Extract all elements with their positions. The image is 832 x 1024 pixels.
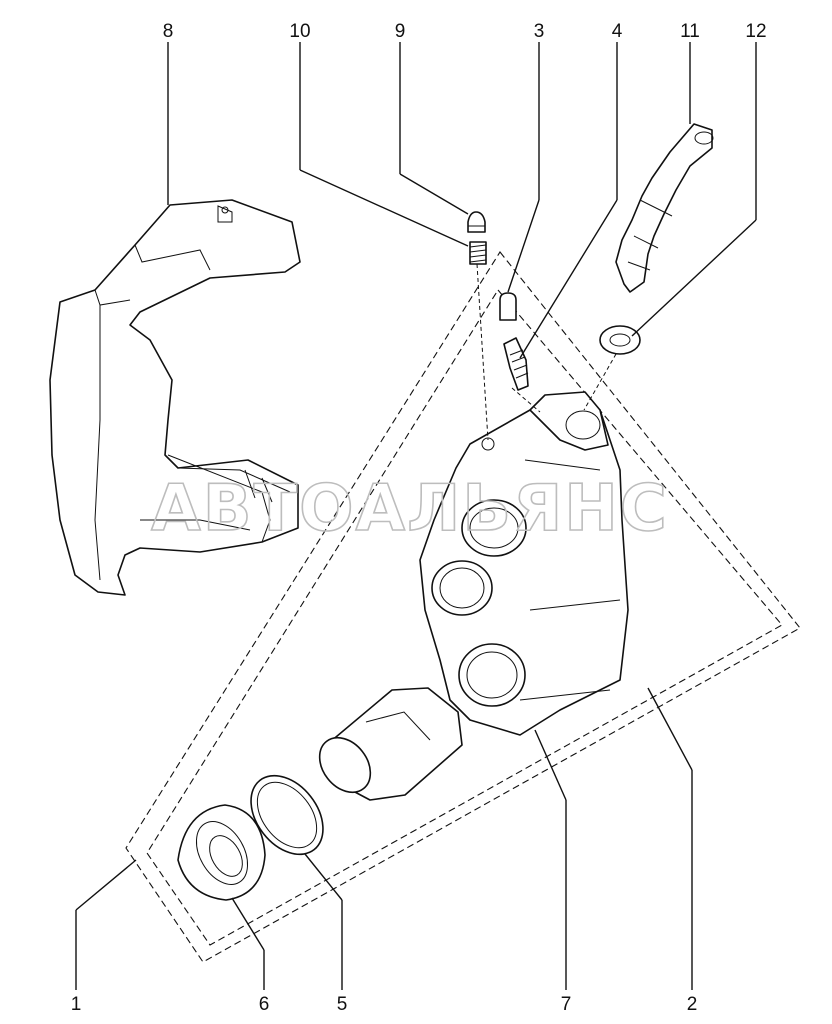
assembly-boundary-inner <box>146 289 783 946</box>
seal-ring <box>250 774 324 856</box>
caliper-bracket <box>49 199 301 596</box>
piston <box>318 687 463 801</box>
watermark: АВТОАЛЬЯНС <box>151 472 669 546</box>
dust-cap <box>467 211 486 233</box>
callout-1: 1 <box>71 994 82 1015</box>
callout-8: 8 <box>163 21 174 42</box>
piston-boot <box>177 804 266 901</box>
callout-10: 10 <box>289 21 310 42</box>
callout-7: 7 <box>561 994 572 1015</box>
bleed-cap <box>499 292 517 321</box>
assembly-boundary-outer <box>125 251 801 963</box>
bleed-screw <box>503 337 529 391</box>
callout-12: 12 <box>745 21 766 42</box>
callout-2: 2 <box>687 994 698 1015</box>
callout-3: 3 <box>534 21 545 42</box>
callout-5: 5 <box>337 994 348 1015</box>
leader-lines <box>75 42 757 990</box>
callout-11: 11 <box>680 21 700 42</box>
callout-6: 6 <box>259 994 270 1015</box>
callout-4: 4 <box>612 21 623 42</box>
brake-hose <box>615 123 714 293</box>
callout-labels: 8 10 9 3 4 11 12 1 6 5 7 2 <box>71 21 767 1015</box>
caliper-housing <box>419 391 629 736</box>
spring <box>469 241 487 265</box>
callout-9: 9 <box>395 21 406 42</box>
copper-washer <box>599 325 641 355</box>
